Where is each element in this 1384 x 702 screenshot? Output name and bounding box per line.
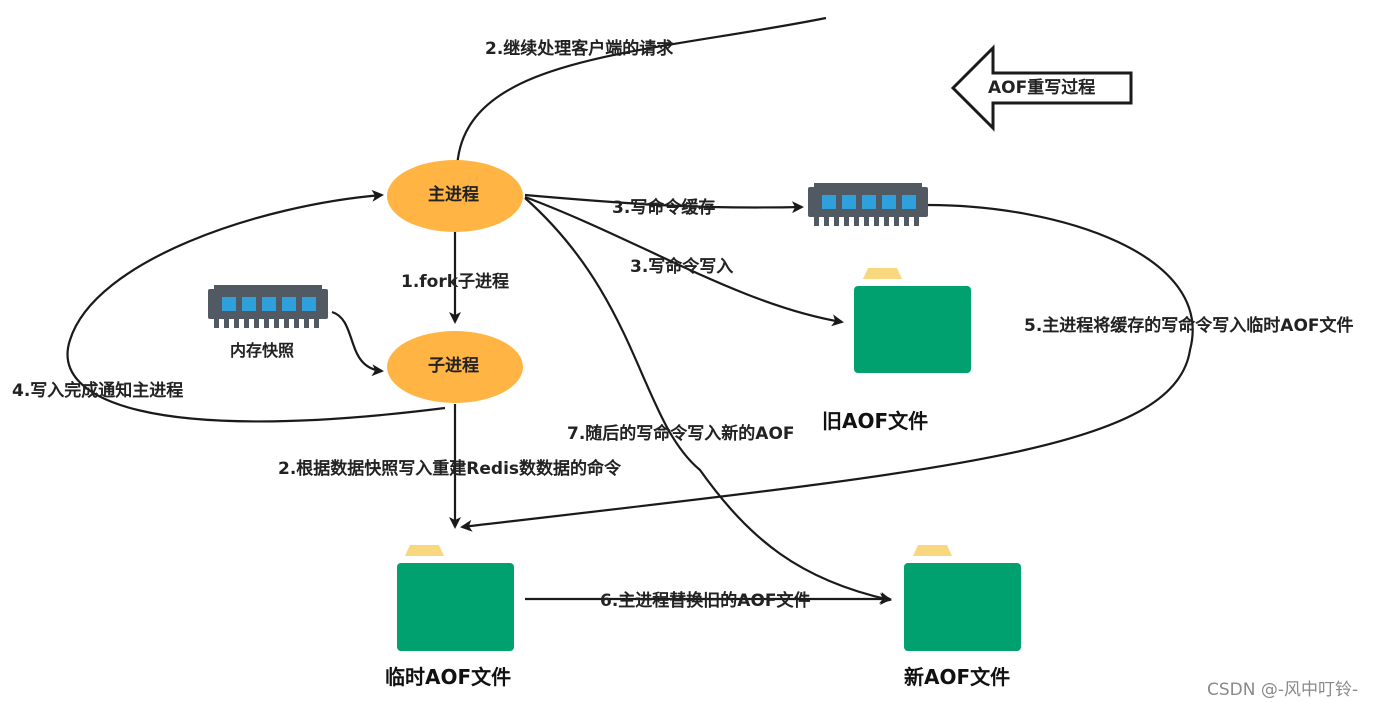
memory-module-icon xyxy=(808,183,928,226)
child-process-ellipse xyxy=(387,331,523,403)
temp-aof-label: 临时AOF文件 xyxy=(385,665,512,689)
folder-icon xyxy=(904,545,1021,651)
edge-client-requests xyxy=(451,16,827,172)
edge-new-writes xyxy=(524,197,892,604)
main-process-label: 主进程 xyxy=(428,185,479,205)
watermark: CSDN @-风中叮铃- xyxy=(1207,680,1359,700)
edge-write-old-aof xyxy=(524,195,844,327)
child-process-label: 子进程 xyxy=(428,356,479,376)
edge-write-buffer xyxy=(524,193,804,214)
memory-module-icon xyxy=(208,285,328,328)
folder-icon xyxy=(397,545,514,651)
memory-snapshot-label: 内存快照 xyxy=(230,341,295,360)
old-aof-label: 旧AOF文件 xyxy=(822,409,929,433)
step-1-fork: 1.fork子进程 xyxy=(401,272,510,292)
step-6-replace-aof: 6.主进程替换旧的AOF文件 xyxy=(600,591,811,611)
edge-snapshot xyxy=(331,310,384,377)
edge-flush-buffer xyxy=(460,203,1194,532)
banner-arrow xyxy=(950,44,1133,132)
banner-label: AOF重写过程 xyxy=(988,78,1096,98)
main-process-ellipse xyxy=(387,160,523,232)
new-aof-label: 新AOF文件 xyxy=(904,665,1011,689)
edge-notify-main xyxy=(66,189,446,423)
step-2-rebuild-commands: 2.根据数据快照写入重建Redis数数据的命令 xyxy=(278,459,622,479)
step-3-write-buffer: 3.写命令缓存 xyxy=(612,198,716,218)
folder-icon xyxy=(854,268,971,373)
step-7-new-writes: 7.随后的写命令写入新的AOF xyxy=(567,424,795,444)
step-5-flush-buffer: 5.主进程将缓存的写命令写入临时AOF文件 xyxy=(1024,316,1354,336)
step-3-write-old-aof: 3.写命令写入 xyxy=(630,257,734,277)
step-2-client-requests: 2.继续处理客户端的请求 xyxy=(485,39,674,59)
step-4-notify-main: 4.写入完成通知主进程 xyxy=(12,381,184,401)
